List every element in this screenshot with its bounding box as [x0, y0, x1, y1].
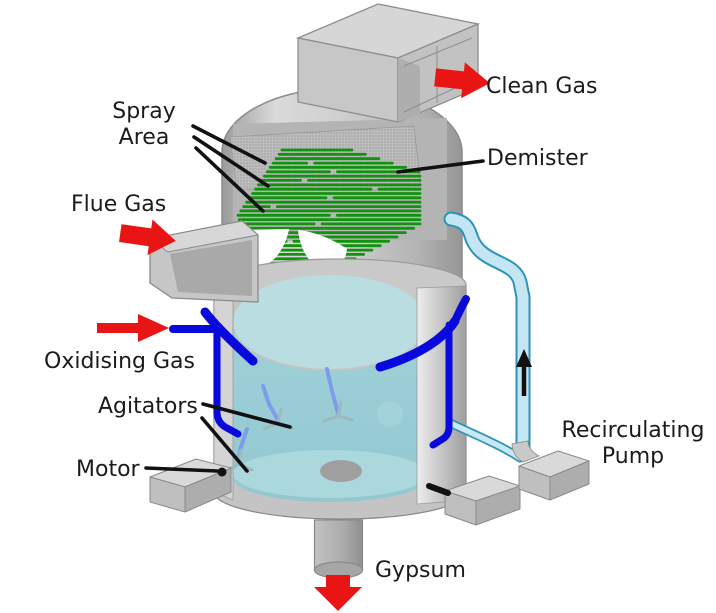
recirculating-pump-label-line2: Pump [601, 444, 665, 469]
motor-leader-dot [217, 467, 227, 477]
gypsum-flow-arrow-icon [314, 575, 362, 611]
demister-label: Demister [487, 146, 588, 171]
spray-area-label: Spray Area [96, 99, 192, 151]
recirculating-pump-box [518, 450, 590, 501]
flue-gas-flow-arrow-icon [119, 219, 176, 256]
agitators-leader [200, 416, 249, 473]
motor-shaft-connector [426, 483, 451, 496]
motor-box-right [444, 475, 521, 526]
demister-leader [396, 159, 485, 174]
gypsum-outlet-pipe [313, 519, 364, 579]
spray-area-label-line1: Spray [112, 99, 176, 124]
clean-gas-duct [295, 3, 481, 123]
gypsum-label: Gypsum [375, 558, 466, 583]
recirculating-pump-label: Recirculating Pump [548, 418, 716, 470]
liquid-bubble [377, 401, 403, 427]
recirc-flow-up-arrow-icon [516, 349, 532, 396]
motor-leader [144, 466, 219, 473]
recirculating-pump-label-line1: Recirculating [561, 418, 705, 443]
spray-area-leader [192, 135, 270, 188]
pump-inlet-elbow [511, 440, 540, 463]
motor-box-left [149, 458, 232, 513]
oxidising-gas-pipes [169, 295, 470, 449]
motor-label: Motor [76, 457, 140, 482]
oxidising-gas-flow-arrow-icon [97, 314, 169, 342]
recirculation-pipe [443, 211, 531, 460]
clean-gas-flow-arrow-icon [434, 62, 490, 99]
flue-gas-duct [148, 220, 260, 303]
spray-area-leader [191, 124, 267, 165]
spray-area-label-line2: Area [118, 125, 170, 150]
liquid-surface [233, 275, 427, 369]
leader-lines [144, 124, 485, 477]
gypsum-outlet-hole [320, 460, 362, 482]
agitator [322, 367, 354, 423]
agitators-label: Agitators [98, 394, 198, 419]
spray-area-leader [194, 146, 265, 213]
agitators-leader [201, 402, 292, 429]
flue-gas-label: Flue Gas [71, 192, 167, 217]
scrubber-tower [221, 87, 463, 303]
clean-gas-label: Clean Gas [486, 74, 598, 99]
oxidising-gas-label: Oxidising Gas [44, 349, 195, 374]
